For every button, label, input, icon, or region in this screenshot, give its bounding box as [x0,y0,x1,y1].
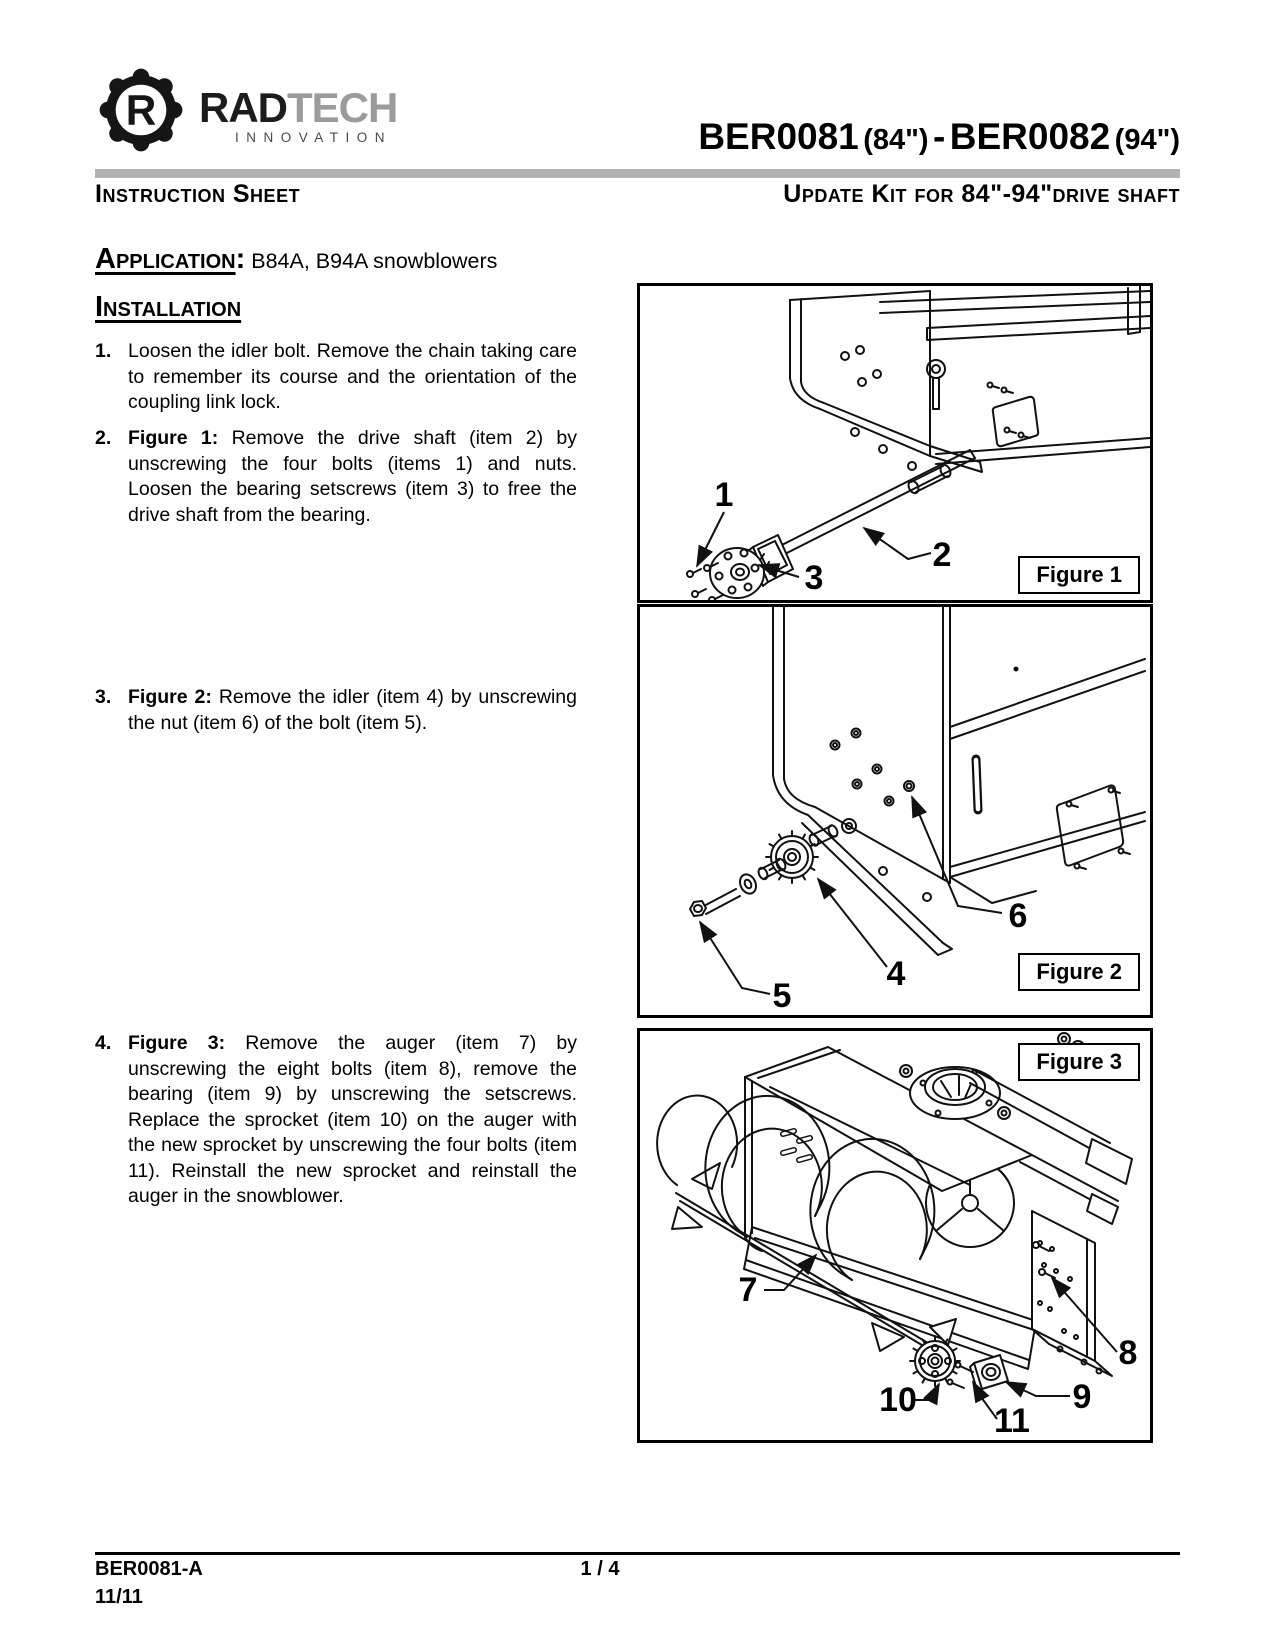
figure-1-frame: 1 2 3 Figure 1 [637,283,1153,603]
figure-2-drawing: 4 5 6 [689,607,1146,1015]
application-value: B84A, B94A snowblowers [245,249,498,273]
step-lead: Figure 3: [128,1032,226,1054]
figure-3-leader-arrows [764,1253,1118,1420]
title-code-2: BER0082 [949,116,1111,157]
step-lead: Figure 1: [128,427,219,449]
step-lead: Figure 2: [128,686,212,708]
callout-8: 8 [1119,1334,1138,1372]
title-separator: - [933,116,946,157]
callout-9: 9 [1073,1378,1092,1416]
callout-4: 4 [887,955,906,993]
brand-wordmark: RADTECH [199,84,398,132]
title-spec-1: (84") [863,124,929,156]
application-heading-word: Application [95,243,236,275]
step-text: Remove the auger (item 7) by unscrewing … [128,1032,578,1207]
header-divider-bar [95,169,1180,178]
figure-3-drawing: 7 8 9 10 11 [656,1032,1138,1440]
figure-1-label: Figure 1 [1018,556,1140,594]
callout-2: 2 [933,536,952,574]
callout-1: 1 [715,476,734,514]
figure-1-leader-arrows [696,511,932,579]
callout-6: 6 [1009,897,1028,935]
installation-heading: Installation [95,291,242,323]
kit-subtitle: Update Kit for 84"-94"drive shaft [783,180,1180,208]
gear-logo-icon: R [99,68,183,152]
step-number: 1. [95,340,112,362]
install-step-2: 2. Figure 1: Remove the drive shaft (ite… [95,426,577,528]
callout-7: 7 [739,1271,758,1309]
step-text: Loosen the idler bolt. Remove the chain … [128,340,577,413]
figure-2-label: Figure 2 [1018,953,1140,991]
install-step-4: 4. Figure 3: Remove the auger (item 7) b… [95,1031,577,1210]
install-step-1: 1. Loosen the idler bolt. Remove the cha… [95,339,577,416]
step-number: 2. [95,427,112,449]
doc-type-label: Instruction Sheet [95,180,301,208]
callout-3: 3 [805,559,824,597]
footer-revision-date: 11/11 [95,1586,143,1608]
brand-part-dark: RAD [199,84,288,131]
callout-11: 11 [994,1402,1030,1440]
footer-divider [95,1552,1180,1555]
figure-3-frame: 7 8 9 10 11 Figure 3 [637,1028,1153,1443]
radtech-logo: R RADTECH INNOVATION [95,62,515,162]
figure-1-drawing: 1 2 3 [686,286,1150,600]
page-title: BER0081 (84") - BER0082 (94") [698,116,1180,158]
step-number: 4. [95,1032,112,1054]
footer-doc-code: BER0081-A [95,1558,203,1580]
figure-2-leader-arrows [698,795,1003,995]
brand-part-gray: TECH [287,84,398,131]
footer-page-number: 1 / 4 [580,1558,620,1580]
callout-5: 5 [773,977,792,1015]
application-heading: Application: B84A, B94A snowblowers [95,243,497,276]
title-code-1: BER0081 [698,116,859,157]
brand-tagline: INNOVATION [235,130,393,145]
step-text: Remove the drive shaft (item 2) by unscr… [128,427,578,526]
figure-2-frame: 4 5 6 Figure 2 [637,604,1153,1018]
title-spec-2: (94") [1114,124,1180,156]
figure-3-label: Figure 3 [1018,1043,1140,1081]
step-number: 3. [95,686,112,708]
step-text: Remove the idler (item 4) by unscrewing … [128,686,577,734]
logo-letter: R [126,87,157,134]
install-step-3: 3. Figure 2: Remove the idler (item 4) b… [95,685,577,736]
application-colon: : [235,243,246,275]
callout-10: 10 [879,1381,917,1419]
